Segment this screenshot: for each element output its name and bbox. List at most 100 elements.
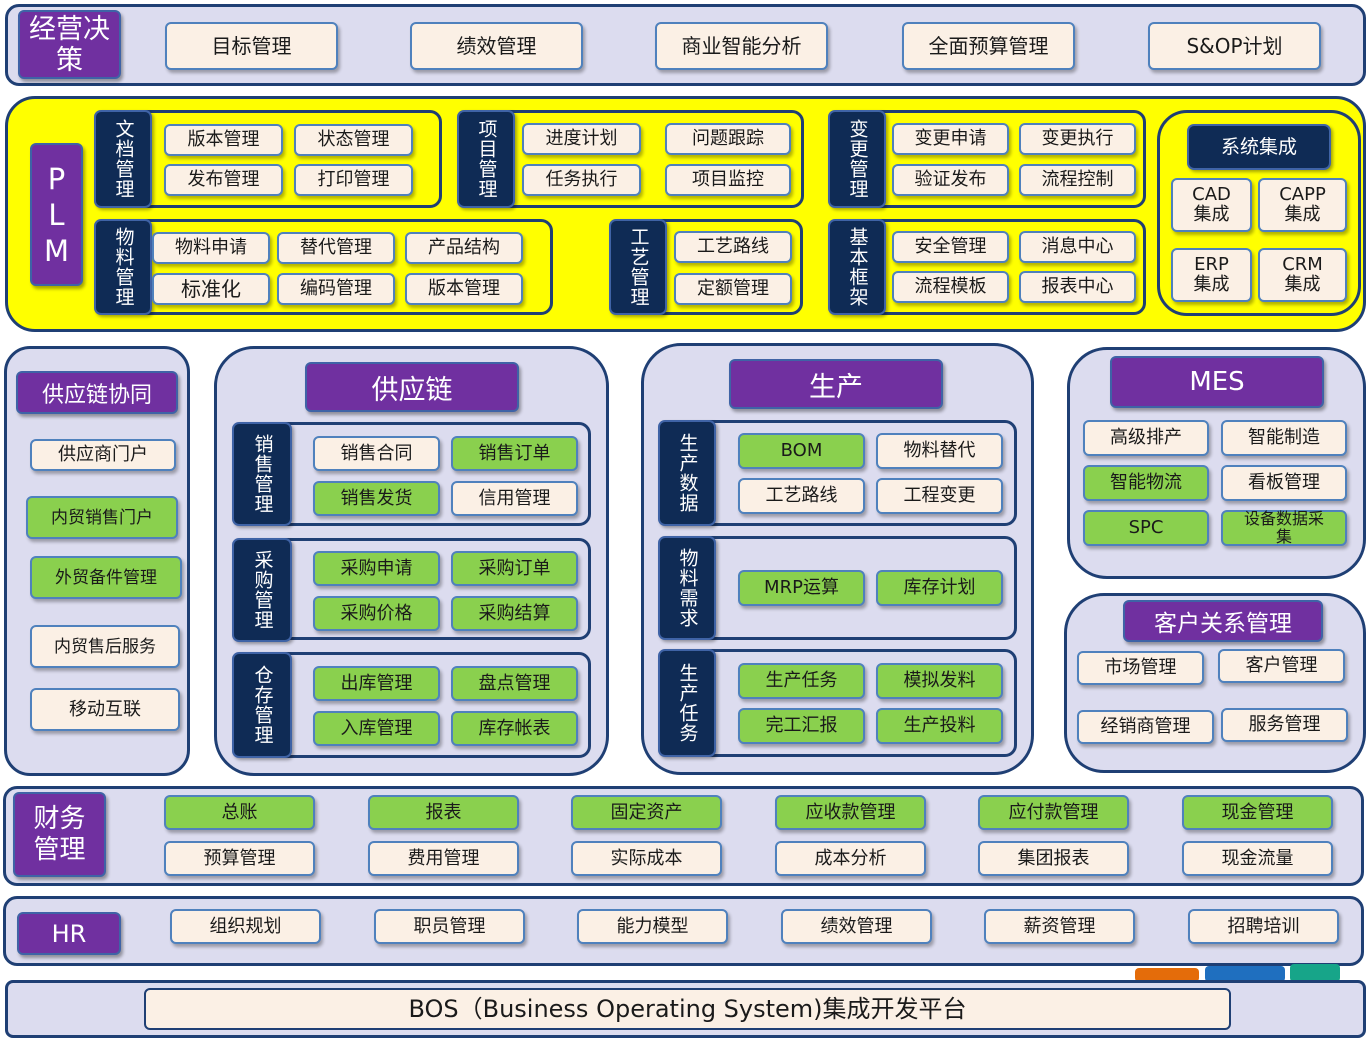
plm-integration-item[interactable]: CRM 集成 [1258,248,1347,302]
mes-item[interactable]: 智能物流 [1083,465,1209,501]
production-task-item[interactable]: 完工汇报 [738,708,865,744]
mes-item[interactable]: SPC [1083,510,1209,546]
finance-item[interactable]: 固定资产 [571,795,722,830]
plm-material-item[interactable]: 产品结构 [405,232,523,264]
plm-material-item[interactable]: 版本管理 [405,273,523,305]
production-data-item[interactable]: 工艺路线 [738,478,865,514]
hr-item[interactable]: 组织规划 [170,909,321,944]
plm-material-item[interactable]: 替代管理 [277,232,395,264]
supply-warehouse-item[interactable]: 库存帐表 [451,711,578,746]
supply-warehouse-label: 仓存管理 [232,652,292,758]
plm-change-item[interactable]: 变更执行 [1019,123,1136,155]
production-data-item[interactable]: 工程变更 [876,478,1003,514]
supply-purchase-item[interactable]: 采购价格 [313,596,440,631]
plm-change-item[interactable]: 验证发布 [892,164,1009,196]
supply-sales-item[interactable]: 信用管理 [451,481,578,516]
plm-label: PLM [30,143,83,286]
supply-warehouse-item[interactable]: 盘点管理 [451,666,578,701]
supply-sales-item[interactable]: 销售合同 [313,436,440,471]
finance-item[interactable]: 现金流量 [1182,841,1333,876]
decision-item-budget[interactable]: 全面预算管理 [902,22,1075,70]
decision-item-goal[interactable]: 目标管理 [165,22,338,70]
plm-base-item[interactable]: 安全管理 [892,231,1009,263]
plm-base-item[interactable]: 报表中心 [1019,271,1136,303]
production-task-item[interactable]: 生产投料 [876,708,1003,744]
plm-doc-item[interactable]: 发布管理 [164,164,283,196]
supply-purchase-item[interactable]: 采购申请 [313,551,440,586]
plm-project-label: 项目管理 [457,110,515,208]
plm-craft-item[interactable]: 定额管理 [674,273,792,305]
supply-purchase-item[interactable]: 采购订单 [451,551,578,586]
crm-item[interactable]: 市场管理 [1077,651,1204,685]
production-demand-item[interactable]: 库存计划 [876,570,1003,606]
supply-purchase-item[interactable]: 采购结算 [451,596,578,631]
plm-project-item[interactable]: 进度计划 [522,123,641,155]
mes-item[interactable]: 设备数据采 集 [1221,510,1347,546]
finance-item[interactable]: 预算管理 [164,841,315,876]
plm-doc-item[interactable]: 版本管理 [164,124,283,156]
crm-item[interactable]: 经销商管理 [1077,710,1214,744]
scm-collab-item[interactable]: 移动互联 [30,688,180,731]
scm-collab-item[interactable]: 内贸售后服务 [30,625,180,668]
finance-item[interactable]: 应付款管理 [978,795,1129,830]
hr-item[interactable]: 能力模型 [577,909,728,944]
finance-item[interactable]: 应收款管理 [775,795,926,830]
plm-material-item[interactable]: 物料申请 [152,232,270,264]
decision-item-bi[interactable]: 商业智能分析 [655,22,828,70]
supply-sales-item[interactable]: 销售订单 [451,436,578,471]
mes-item[interactable]: 看板管理 [1221,465,1347,501]
mes-item[interactable]: 高级排产 [1083,420,1209,456]
plm-doc-item[interactable]: 状态管理 [294,124,413,156]
plm-project-item[interactable]: 项目监控 [665,164,791,196]
production-data-item[interactable]: 物料替代 [876,433,1003,469]
finance-item[interactable]: 实际成本 [571,841,722,876]
plm-doc-label: 文档管理 [94,110,152,208]
plm-project-item[interactable]: 任务执行 [522,164,641,196]
bos-platform[interactable]: BOS（Business Operating System)集成开发平台 [144,988,1231,1030]
plm-doc-item[interactable]: 打印管理 [294,164,413,196]
plm-base-item[interactable]: 流程模板 [892,271,1009,303]
decision-item-performance[interactable]: 绩效管理 [410,22,583,70]
crm-item[interactable]: 客户管理 [1218,649,1345,683]
mes-item[interactable]: 智能制造 [1221,420,1347,456]
finance-item[interactable]: 现金管理 [1182,795,1333,830]
production-data-item[interactable]: BOM [738,433,865,469]
hr-item[interactable]: 薪资管理 [984,909,1135,944]
hr-item[interactable]: 招聘培训 [1188,909,1339,944]
plm-integration-item[interactable]: CAD 集成 [1171,178,1252,232]
plm-integration-item[interactable]: ERP 集成 [1171,248,1252,302]
scm-collab-item[interactable]: 供应商门户 [30,439,176,471]
plm-craft-item[interactable]: 工艺路线 [674,231,792,263]
plm-base-item[interactable]: 消息中心 [1019,231,1136,263]
plm-change-item[interactable]: 流程控制 [1019,164,1136,196]
supply-sales-item[interactable]: 销售发货 [313,481,440,516]
finance-item[interactable]: 报表 [368,795,519,830]
finance-item[interactable]: 总账 [164,795,315,830]
supply-title: 供应链 [305,362,519,412]
scm-collab-item[interactable]: 内贸销售门户 [26,496,178,539]
hr-item[interactable]: 绩效管理 [781,909,932,944]
plm-change-item[interactable]: 变更申请 [892,123,1009,155]
decision-item-sop[interactable]: S&OP计划 [1148,22,1321,70]
crm-item[interactable]: 服务管理 [1221,708,1348,742]
supply-sales-label: 销售管理 [232,422,292,526]
plm-integration-item[interactable]: CAPP 集成 [1258,178,1347,232]
finance-item[interactable]: 费用管理 [368,841,519,876]
decor-shape-blue [1205,966,1285,982]
supply-warehouse-item[interactable]: 出库管理 [313,666,440,701]
plm-change-label: 变更管理 [828,110,886,208]
finance-item[interactable]: 集团报表 [978,841,1129,876]
supply-warehouse-item[interactable]: 入库管理 [313,711,440,746]
finance-item[interactable]: 成本分析 [775,841,926,876]
scm-collab-item[interactable]: 外贸备件管理 [30,556,182,599]
plm-material-item[interactable]: 编码管理 [277,273,395,305]
plm-craft-label: 工艺管理 [609,219,667,315]
plm-material-item[interactable]: 标准化 [152,273,270,305]
hr-item[interactable]: 职员管理 [374,909,525,944]
production-task-item[interactable]: 模拟发料 [876,663,1003,699]
finance-label: 财务管理 [13,792,106,877]
production-task-item[interactable]: 生产任务 [738,663,865,699]
decor-shape-orange [1135,968,1199,982]
plm-project-item[interactable]: 问题跟踪 [665,123,791,155]
production-demand-item[interactable]: MRP运算 [738,570,865,606]
